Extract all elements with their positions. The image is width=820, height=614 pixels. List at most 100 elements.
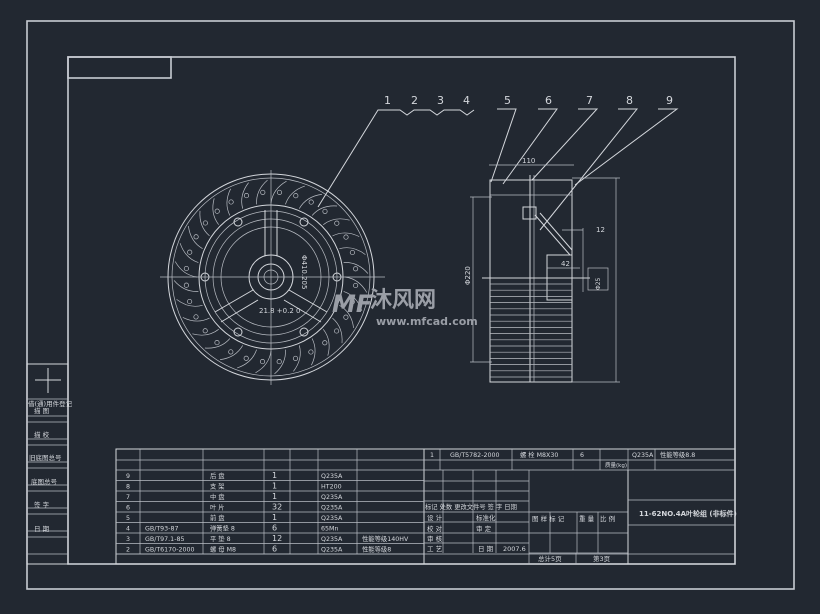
bom-material: Q235A — [321, 547, 343, 554]
bom-name: 平 垫 8 — [210, 534, 231, 543]
bom-no: 4 — [126, 526, 130, 533]
total-sheets: 总计5页 — [538, 554, 562, 563]
label-process: 工 艺 — [427, 545, 443, 553]
strip-label-borrowed: 借(通)用件登记 — [28, 399, 73, 408]
bom-note: 性能等级8 — [362, 545, 391, 554]
dim-side-width: 110 — [522, 157, 535, 165]
bom-material: Q235A — [321, 505, 343, 512]
blade-arc — [204, 338, 231, 349]
balloon-3: 3 — [437, 94, 444, 107]
label-scale: 比 例 — [600, 514, 615, 523]
outer-frame — [26, 20, 795, 590]
bom-name: 弹簧垫 8 — [210, 524, 235, 533]
label-date: 日 期 — [478, 545, 494, 553]
blade-rivet — [259, 359, 266, 365]
blade-rivet — [343, 234, 349, 240]
balloon-6: 6 — [545, 94, 552, 107]
dim-side-height: Φ220 — [464, 266, 472, 285]
label-standardize: 标准化 — [476, 513, 496, 522]
bom-no: 7 — [126, 494, 130, 501]
dim-bolt-circle: Φ410.205 — [300, 255, 308, 289]
bom-qty: 1 — [272, 513, 277, 522]
label-review: 审 核 — [427, 534, 443, 543]
strip-label-old-number: 旧底图总号 — [29, 453, 62, 462]
blade-rivet — [260, 189, 266, 195]
sheet-number: 第3页 — [593, 554, 611, 563]
bom-qty: 1 — [272, 471, 277, 480]
dim-side-offset: 12 — [596, 226, 605, 234]
blade-arc — [285, 185, 305, 205]
left-strip: 借(通)用件登记 描 图 描 校 旧底图总号 底图总号 签 字 日 期 — [26, 363, 73, 565]
bom-qty: 32 — [272, 503, 282, 512]
blade-rivet — [353, 266, 359, 272]
blade-arc — [343, 291, 363, 311]
bom-name: 螺 母 M8 — [210, 545, 236, 554]
strip-label-trace: 描 图 — [34, 406, 49, 415]
blade-arc — [343, 262, 369, 274]
blade-arc — [199, 210, 210, 237]
watermark: MF 沐风网 www.mfcad.com — [332, 288, 478, 328]
drawing-name: 11-62NO.4A叶轮组 (非标件) — [639, 509, 737, 518]
watermark-url: www.mfcad.com — [376, 315, 478, 328]
blade-arc — [293, 345, 301, 372]
blade-rivet — [228, 349, 234, 355]
bom-header-mass: 质量(kg) — [605, 461, 627, 469]
blade-arc — [188, 226, 203, 250]
bom-qty: 12 — [272, 534, 282, 543]
bom-material: Q235A — [321, 494, 343, 501]
label-weight: 重 量 — [579, 515, 595, 523]
bom-cell: 6 — [580, 452, 584, 459]
blade-rivet — [349, 249, 355, 256]
bom-name: 中 盘 — [210, 492, 225, 501]
balloon-7: 7 — [586, 94, 593, 107]
date-value: 2007.6 — [503, 545, 526, 553]
blade-arc — [298, 194, 322, 209]
dim-hub-dia: Φ25 — [595, 277, 602, 290]
blade-rivet — [187, 249, 193, 255]
watermark-logo: MF — [332, 290, 373, 318]
blade-arc — [212, 198, 219, 225]
dim-hub: 21.8 +0.2 0 — [259, 307, 301, 315]
bom-material: Q235A — [321, 515, 343, 522]
blade-arc — [339, 304, 354, 328]
bom-no: 3 — [126, 536, 130, 543]
bom-material: HT200 — [321, 484, 342, 491]
blade-rivet — [322, 208, 328, 214]
blade-arc — [311, 338, 316, 366]
blade-arc — [255, 350, 272, 374]
blade-arc — [173, 280, 199, 292]
blade-rivet — [343, 314, 349, 320]
bom-qty: 1 — [272, 492, 277, 501]
impeller-side-view: 110 Φ220 12 42 Φ25 — [464, 108, 679, 383]
bom-material: 65Mn — [321, 526, 338, 533]
bom-table — [115, 448, 736, 565]
revision-header: 标记 处数 更改文件号 签 字 日期 — [425, 502, 517, 511]
balloon-4: 4 — [463, 94, 470, 107]
blade-rivet — [353, 282, 359, 289]
bom-code: GB/T6170-2000 — [145, 547, 195, 554]
blade-rivet — [349, 299, 355, 305]
blade-rivet — [214, 340, 220, 346]
blade-arc — [220, 345, 244, 360]
blade-rivet — [187, 298, 193, 305]
bom-cell: 螺 栓 M8X30 — [520, 450, 558, 459]
blade-arc — [332, 317, 343, 344]
blade-arc — [237, 349, 257, 369]
balloon-labels: 1 2 3 4 5 6 7 8 9 — [384, 94, 673, 107]
blade-arc — [344, 276, 368, 293]
label-stage-mark: 图 样 标 记 — [532, 514, 565, 523]
bom-no: 2 — [126, 547, 130, 554]
label-check: 校 对 — [427, 524, 443, 533]
bom-code: GB/T97.1-85 — [145, 536, 184, 543]
blade-rivet — [334, 220, 340, 226]
strip-label-date: 日 期 — [34, 525, 50, 533]
title-block: 标记 处数 更改文件号 签 字 日期 设 计 校 对 审 核 工 艺 标准化 审… — [424, 449, 737, 564]
blade-rivet — [228, 199, 234, 205]
balloon-5: 5 — [504, 94, 511, 107]
